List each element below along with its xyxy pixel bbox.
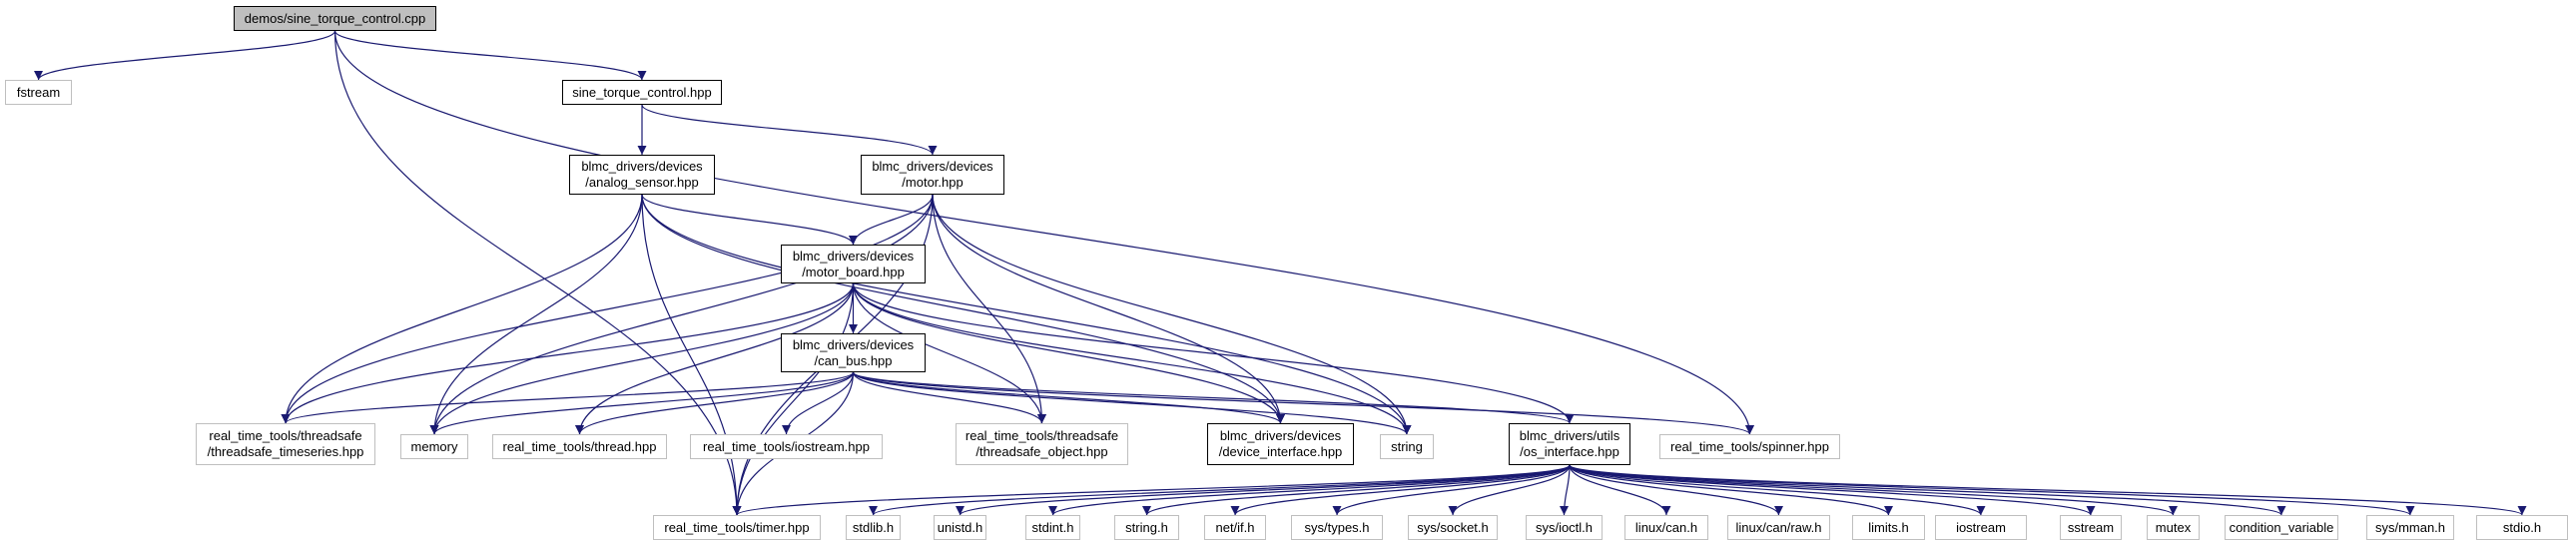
- edge-os-interface-to-net-if: [1230, 464, 1571, 516]
- edge-stc-hpp-to-motor: [641, 104, 938, 156]
- edge-motor-to-ts-timeseries: [281, 194, 934, 424]
- edge-can-bus-to-device-interface: [852, 371, 1285, 424]
- node-fstream[interactable]: fstream: [5, 80, 72, 105]
- edge-os-interface-to-mutex: [1569, 464, 2178, 516]
- node-motor-board[interactable]: blmc_drivers/devices /motor_board.hpp: [781, 245, 926, 283]
- node-ts-object[interactable]: real_time_tools/threadsafe /threadsafe_o…: [956, 423, 1128, 465]
- node-sys-mman[interactable]: sys/mman.h: [2366, 515, 2454, 540]
- node-unistd[interactable]: unistd.h: [934, 515, 986, 540]
- edge-os-interface-to-unistd: [956, 464, 1571, 516]
- node-stdlib[interactable]: stdlib.h: [846, 515, 901, 540]
- node-spinner[interactable]: real_time_tools/spinner.hpp: [1659, 434, 1840, 459]
- edge-analog-to-ts-timeseries: [281, 194, 643, 424]
- edge-root-to-stc-hpp: [333, 30, 647, 81]
- node-sys-types[interactable]: sys/types.h: [1291, 515, 1383, 540]
- edge-root-to-timer: [333, 30, 742, 516]
- edge-os-interface-to-iostream: [1569, 464, 1986, 516]
- edge-motor-board-to-memory: [429, 282, 855, 435]
- edge-root-to-spinner: [333, 30, 1754, 435]
- node-ts-timeseries[interactable]: real_time_tools/threadsafe /threadsafe_t…: [196, 423, 375, 465]
- edge-motor-board-to-timer: [732, 282, 855, 516]
- edge-os-interface-to-limits: [1569, 464, 1893, 516]
- edge-motor-board-to-string: [852, 282, 1412, 435]
- node-sstream[interactable]: sstream: [2060, 515, 2122, 540]
- edge-motor-to-memory: [429, 194, 934, 435]
- node-memory[interactable]: memory: [400, 434, 468, 459]
- node-can-bus[interactable]: blmc_drivers/devices /can_bus.hpp: [781, 333, 926, 372]
- node-stdint[interactable]: stdint.h: [1025, 515, 1080, 540]
- edge-can-bus-to-rt-iostream: [782, 371, 855, 435]
- node-rt-iostream[interactable]: real_time_tools/iostream.hpp: [690, 434, 883, 459]
- node-device-interface[interactable]: blmc_drivers/devices /device_interface.h…: [1207, 423, 1354, 465]
- node-thread[interactable]: real_time_tools/thread.hpp: [492, 434, 667, 459]
- node-linux-can-raw[interactable]: linux/can/raw.h: [1727, 515, 1830, 540]
- edge-os-interface-to-stdlib: [869, 464, 1571, 516]
- edge-root-to-fstream: [34, 30, 336, 81]
- edge-os-interface-to-timer: [732, 464, 1571, 516]
- edge-can-bus-to-os-interface: [852, 371, 1575, 424]
- edge-motor-to-motor-board: [849, 194, 934, 246]
- edge-can-bus-to-memory: [429, 371, 855, 435]
- edge-analog-to-timer: [641, 194, 742, 516]
- node-string-h[interactable]: string.h: [1114, 515, 1179, 540]
- edge-motor-to-device-interface: [932, 194, 1285, 424]
- edge-can-bus-to-ts-timeseries: [281, 371, 855, 424]
- node-root[interactable]: demos/sine_torque_control.cpp: [234, 6, 436, 31]
- edge-os-interface-to-string-h: [1142, 464, 1571, 516]
- edge-motor-board-to-ts-timeseries: [281, 282, 855, 424]
- node-condvar[interactable]: condition_variable: [2225, 515, 2338, 540]
- node-net-if[interactable]: net/if.h: [1204, 515, 1266, 540]
- edge-motor-board-to-os-interface: [852, 282, 1575, 424]
- node-motor[interactable]: blmc_drivers/devices /motor.hpp: [861, 155, 1004, 195]
- edge-os-interface-to-sys-mman: [1569, 464, 2415, 516]
- edge-motor-board-to-ts-object: [852, 282, 1046, 424]
- edge-can-bus-to-spinner: [852, 371, 1754, 435]
- edge-can-bus-to-string: [852, 371, 1412, 435]
- edge-analog-to-device-interface: [641, 194, 1285, 424]
- node-analog[interactable]: blmc_drivers/devices /analog_sensor.hpp: [569, 155, 715, 195]
- node-sys-ioctl[interactable]: sys/ioctl.h: [1526, 515, 1603, 540]
- edge-os-interface-to-sstream: [1569, 464, 2096, 516]
- edge-analog-to-motor-board: [641, 194, 858, 246]
- node-linux-can[interactable]: linux/can.h: [1624, 515, 1708, 540]
- edge-os-interface-to-sys-socket: [1448, 464, 1571, 516]
- node-string[interactable]: string: [1380, 434, 1434, 459]
- edge-motor-to-string: [932, 194, 1412, 435]
- edge-os-interface-to-condvar: [1569, 464, 2286, 516]
- node-sys-socket[interactable]: sys/socket.h: [1408, 515, 1498, 540]
- edge-can-bus-to-ts-object: [852, 371, 1046, 424]
- edge-motor-board-to-thread: [575, 282, 855, 435]
- edge-os-interface-to-stdio: [1569, 464, 2527, 516]
- node-timer[interactable]: real_time_tools/timer.hpp: [653, 515, 821, 540]
- edge-analog-to-string: [641, 194, 1412, 435]
- node-iostream[interactable]: iostream: [1935, 515, 2027, 540]
- node-stc-hpp[interactable]: sine_torque_control.hpp: [562, 80, 722, 105]
- edge-os-interface-to-linux-can-raw: [1569, 464, 1783, 516]
- edge-can-bus-to-thread: [575, 371, 855, 435]
- edge-os-interface-to-sys-types: [1332, 464, 1571, 516]
- edge-motor-to-ts-object: [932, 194, 1046, 424]
- edge-os-interface-to-sys-ioctl: [1560, 464, 1571, 516]
- node-os-interface[interactable]: blmc_drivers/utils /os_interface.hpp: [1509, 423, 1630, 465]
- edge-os-interface-to-stdint: [1048, 464, 1571, 516]
- edge-os-interface-to-linux-can: [1569, 464, 1671, 516]
- edge-analog-to-memory: [429, 194, 643, 435]
- node-mutex[interactable]: mutex: [2147, 515, 2200, 540]
- node-limits[interactable]: limits.h: [1852, 515, 1925, 540]
- node-stdio[interactable]: stdio.h: [2476, 515, 2568, 540]
